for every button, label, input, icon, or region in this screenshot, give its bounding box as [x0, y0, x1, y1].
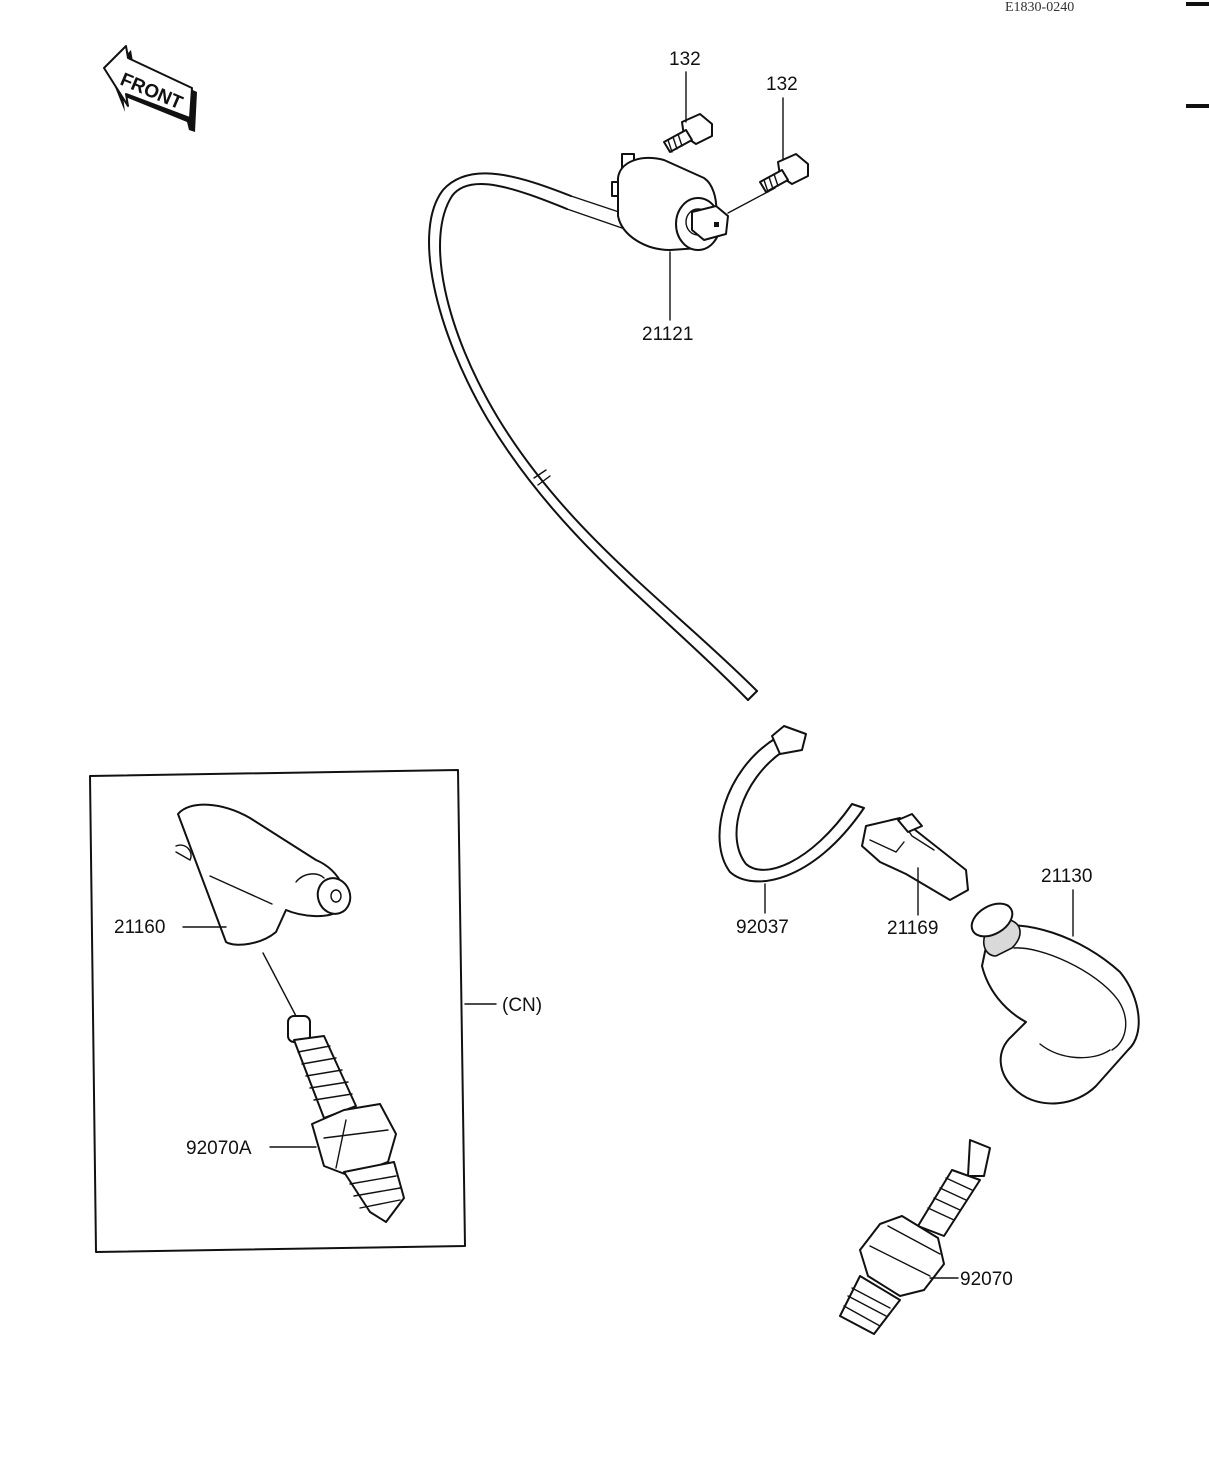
label-spark-plug-cn: 92070A: [186, 1138, 252, 1159]
ignition-coil: [611, 153, 776, 251]
front-arrow-icon: FRONT: [103, 45, 197, 132]
label-spark-plug: 92070: [960, 1269, 1013, 1290]
screw-right: [759, 153, 809, 193]
spark-plug-cn: [287, 1015, 405, 1223]
spark-plug: [839, 1139, 991, 1335]
margin-mark-bottom: [1186, 104, 1209, 108]
label-screw-left: 132: [669, 49, 701, 70]
label-ignition-coil: 21121: [642, 324, 693, 345]
clamp: [861, 813, 969, 901]
label-plug-cap-cn: 21160: [114, 917, 165, 938]
cn-frame: [89, 769, 466, 1253]
ignition-lead: [428, 172, 758, 701]
diagram-code: E1830-0240: [1005, 0, 1074, 15]
leader-lines: [182, 71, 1074, 1279]
plug-cap-cn-leader-to-plug: [262, 952, 297, 1017]
label-screw-right: 132: [766, 74, 798, 95]
plug-cap-cn: [175, 803, 352, 946]
band: [718, 725, 865, 883]
label-region-cn: (CN): [502, 995, 542, 1016]
margin-mark-top: [1186, 2, 1209, 6]
label-clamp: 21169: [887, 918, 938, 939]
plug-cap: [970, 902, 1140, 1105]
label-plug-cap: 21130: [1041, 866, 1092, 887]
label-band: 92037: [736, 917, 789, 938]
screw-left: [663, 113, 713, 153]
